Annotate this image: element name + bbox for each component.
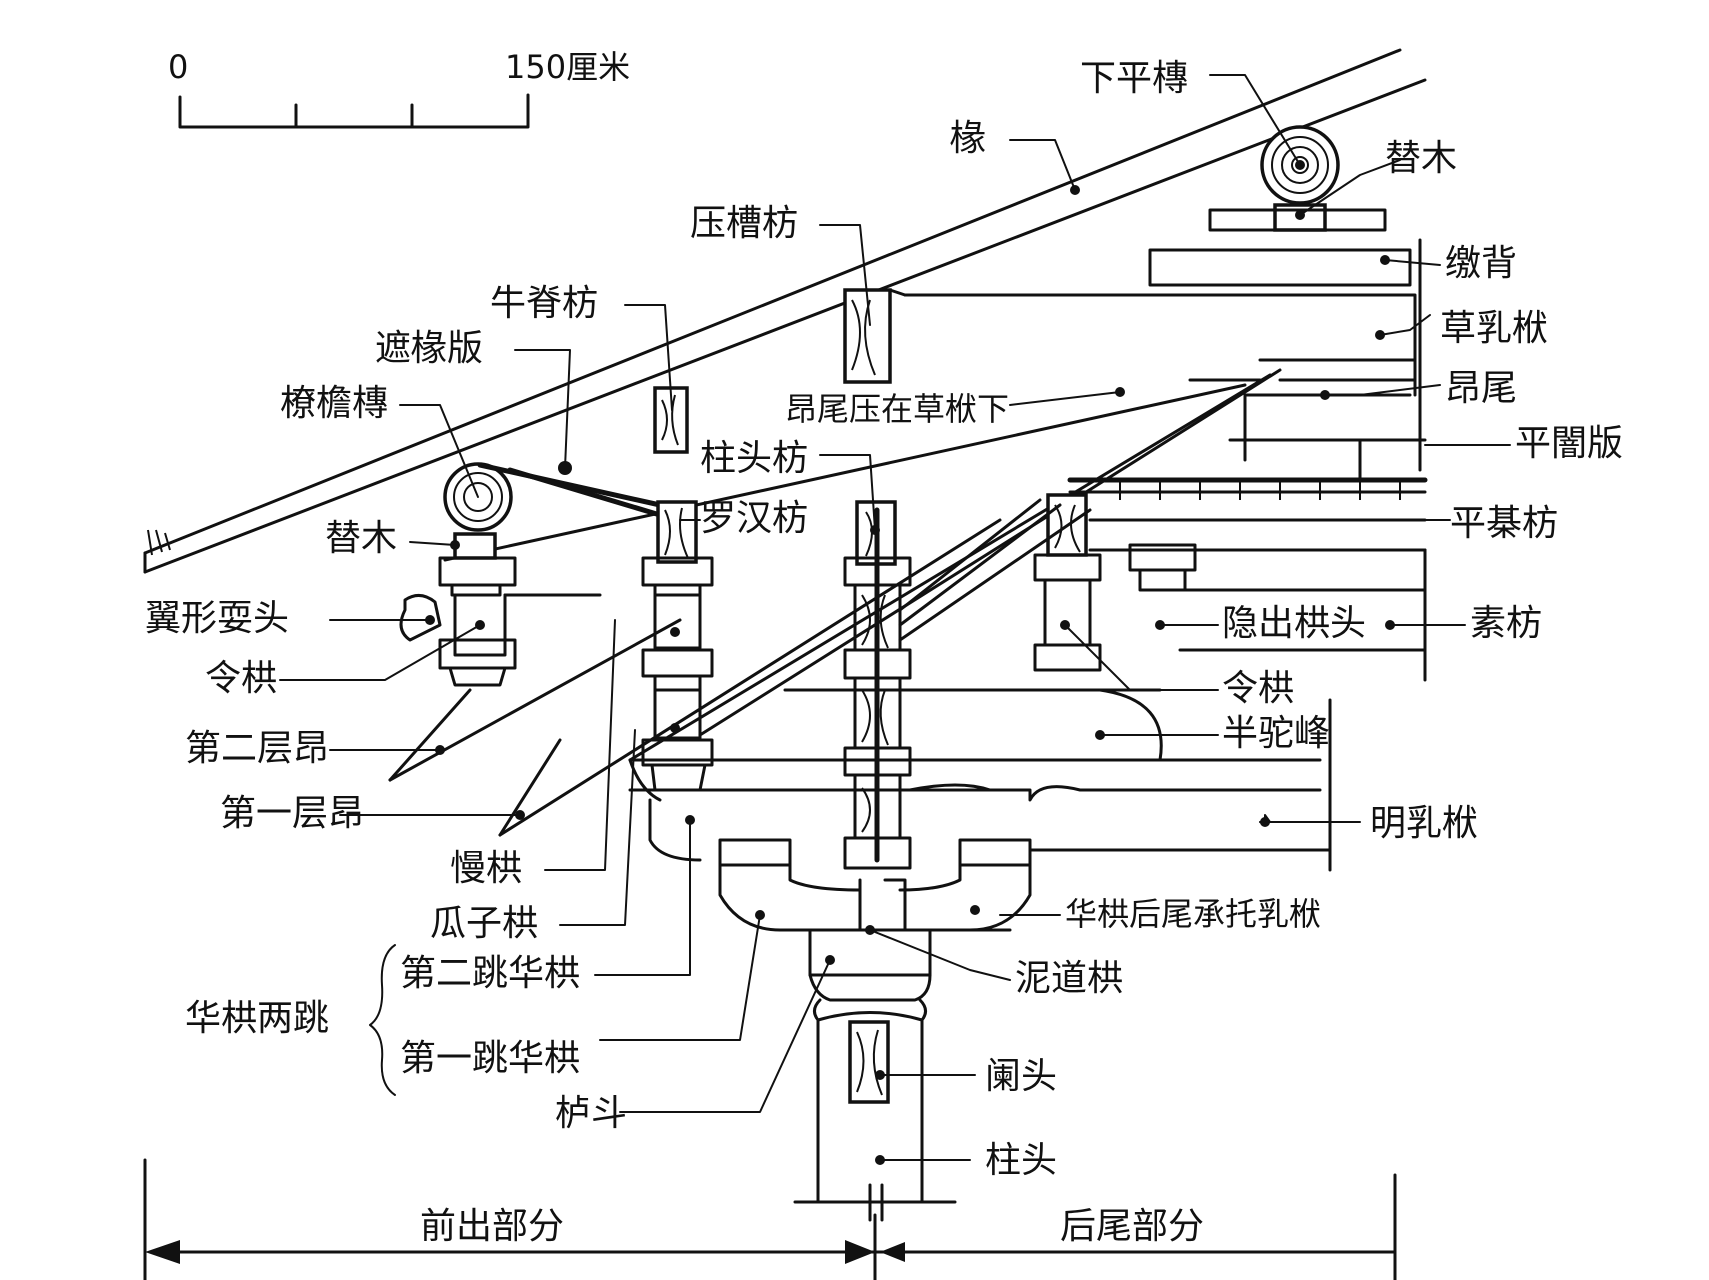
rafter	[143, 48, 1427, 574]
label-ping-an-ban: 平闇版	[1515, 423, 1623, 464]
label-ling-gong-right: 令栱	[1222, 668, 1294, 709]
ang-slant-lines	[388, 368, 1282, 837]
label-luo-han-fang: 罗汉枋	[700, 498, 808, 539]
dimension-line: 前出部分 后尾部分	[143, 1158, 1397, 1280]
scale-max-label: 150厘米	[505, 48, 630, 86]
label-ni-dao-gong: 泥道栱	[1015, 958, 1123, 999]
right-slant-braces	[898, 498, 1092, 642]
label-chuan: 椽	[950, 118, 986, 159]
label-zhe-chuan-ban: 遮椽版	[375, 328, 483, 369]
su-fang	[1178, 548, 1427, 682]
scale-zero-label: 0	[168, 48, 188, 86]
scale-bar: 0 150厘米	[168, 48, 630, 129]
label-ling-gong-left: 令栱	[205, 658, 277, 699]
label-ming-ru-fu: 明乳栿	[1370, 803, 1478, 844]
central-bracket-stack	[843, 500, 912, 870]
label-gua-zi-gong: 瓜子栱	[430, 903, 538, 944]
mid-left-bracket-stack	[641, 500, 714, 792]
xia-ping-tuan-purlin	[1148, 125, 1412, 287]
label-ti-mu-top: 替木	[1385, 138, 1457, 179]
zhe-chuan-ban-board	[477, 462, 663, 518]
label-yin-chu-gong-tou: 隐出栱头	[1222, 603, 1366, 644]
label-di-er-tiao: 第二跳华栱	[400, 953, 580, 994]
label-xia-ping-tuan: 下平槫	[1080, 58, 1188, 99]
label-jiao-bei: 缴背	[1445, 243, 1517, 284]
label-lan-e: 阑头	[985, 1056, 1057, 1097]
labels: 下平槫 椽 替木 压槽枋 缴背 牛脊枋 草乳栿 遮椽版 昂尾压在草栿下 昂尾 橑…	[145, 58, 1623, 1181]
label-hua-gong-liang-tiao: 华栱两跳	[185, 998, 329, 1039]
ping-qi-fang	[1088, 518, 1427, 552]
label-ping-qi-fang: 平棊枋	[1450, 503, 1558, 544]
ping-an-ban-board	[1067, 438, 1428, 500]
front-part-label: 前出部分	[420, 1206, 564, 1247]
rear-part-label: 后尾部分	[1060, 1206, 1204, 1247]
lower-bracket	[648, 798, 1032, 1002]
label-di-er-ceng-ang: 第二层昂	[185, 728, 329, 769]
label-hua-gong-hou-wei: 华栱后尾承托乳栿	[1065, 895, 1321, 933]
column	[793, 998, 957, 1222]
upper-beams	[903, 238, 1427, 472]
left-bracket-stack	[399, 556, 602, 687]
label-di-yi-tiao: 第一跳华栱	[400, 1038, 580, 1079]
label-liao-yan-tuan: 橑檐槫	[280, 383, 388, 424]
ban-tuo-feng-and-ming-ru-fu	[628, 688, 1332, 872]
label-su-fang: 素枋	[1470, 603, 1542, 644]
label-ya-cao-fang: 压槽枋	[690, 203, 798, 244]
label-ang-wei: 昂尾	[1445, 368, 1517, 409]
label-di-yi-ceng-ang: 第一层昂	[220, 793, 364, 834]
label-niu-ji-fang: 牛脊枋	[490, 283, 598, 324]
leader-lines	[279, 74, 1511, 1165]
label-ang-wei-ya: 昂尾压在草栿下	[785, 390, 1009, 428]
label-cao-ru-fu: 草乳栿	[1440, 308, 1548, 349]
label-ti-mu-left: 替木	[325, 518, 397, 559]
label-zhu-tou: 柱头	[985, 1140, 1057, 1181]
label-yi-xing-shua-tou: 翼形耍头	[145, 598, 289, 639]
label-zhu-tou-fang: 柱头枋	[700, 438, 808, 479]
label-lu-dou: 栌斗	[555, 1093, 627, 1134]
label-man-gong: 慢栱	[450, 848, 522, 889]
label-ban-tuo-feng: 半驼峰	[1222, 713, 1330, 754]
ya-cao-fang-block	[843, 288, 907, 384]
